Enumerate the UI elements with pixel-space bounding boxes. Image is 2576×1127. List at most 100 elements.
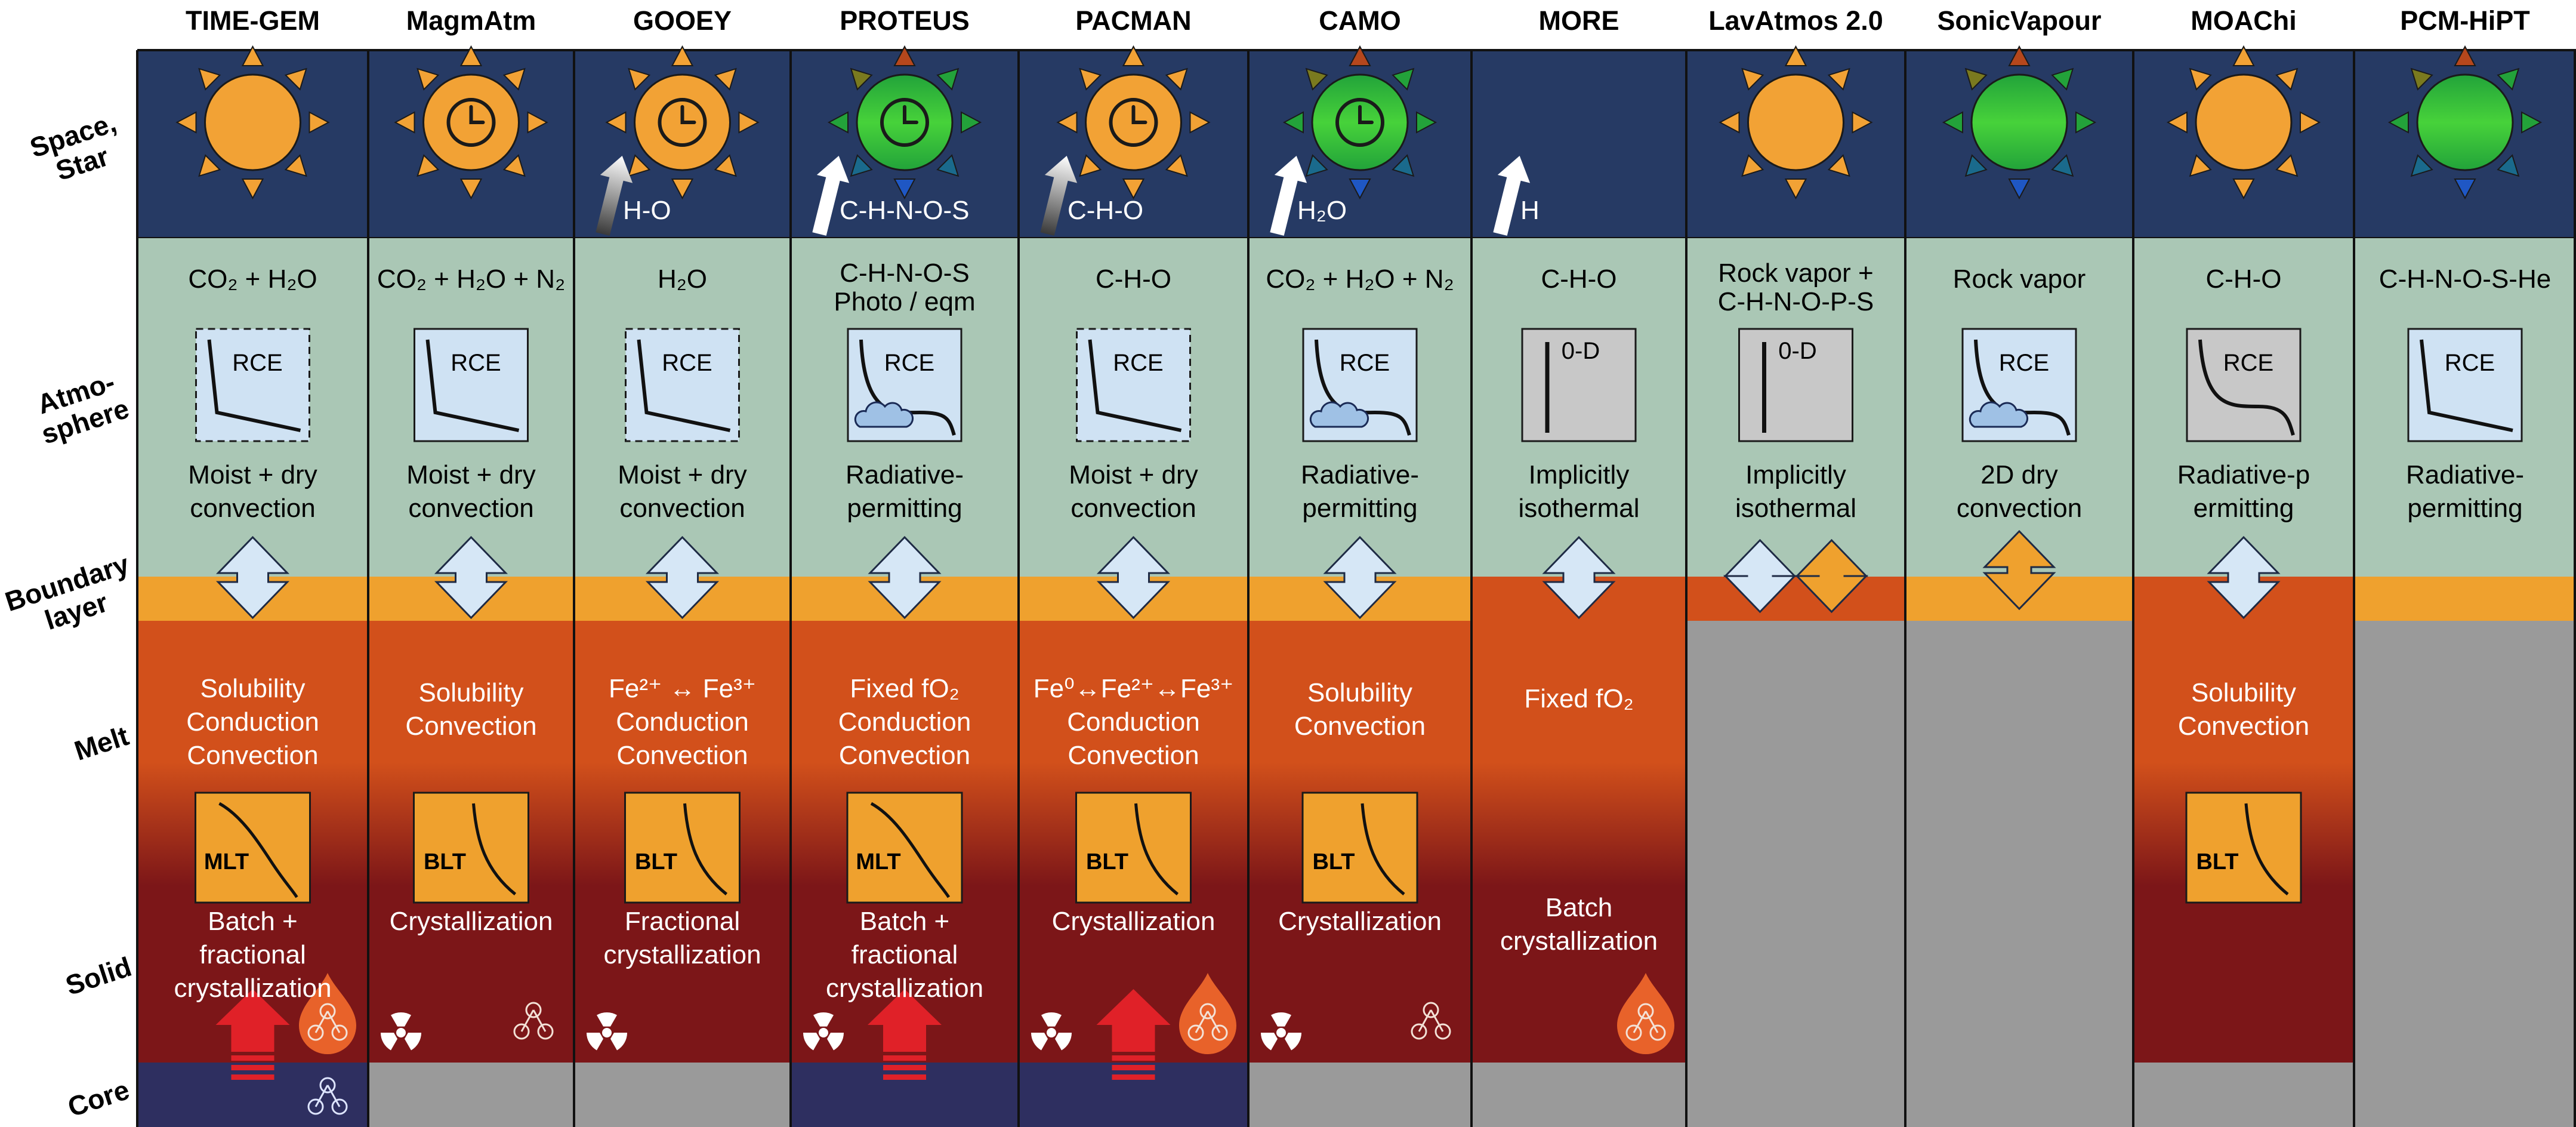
melt-process: Convection bbox=[1294, 712, 1426, 741]
core-band bbox=[2133, 1063, 2354, 1127]
radioactive-icon bbox=[1261, 1012, 1301, 1051]
convection-scheme: ermitting bbox=[2194, 494, 2294, 523]
star-ray bbox=[1189, 111, 1211, 134]
interior-unmodelled bbox=[1905, 621, 2133, 1127]
radioactive-blade bbox=[1271, 1012, 1291, 1027]
star-disc bbox=[2416, 73, 2514, 171]
boundary-band bbox=[2354, 577, 2576, 621]
heat-arrow-stripe bbox=[883, 1065, 926, 1070]
molecule-atom bbox=[1187, 1024, 1204, 1041]
star-ray bbox=[2454, 45, 2476, 66]
heat-arrow-stripe bbox=[1112, 1074, 1155, 1080]
core-band bbox=[137, 1063, 368, 1127]
phase-curve bbox=[1361, 803, 1405, 895]
model-name: MagmAtm bbox=[406, 5, 536, 36]
model-name: CAMO bbox=[1319, 5, 1400, 36]
star-ray bbox=[394, 111, 415, 134]
phase-label: BLT bbox=[1086, 849, 1128, 874]
heat-arrow-shape bbox=[868, 989, 942, 1052]
heat-arrow-shape bbox=[215, 989, 290, 1052]
star-icon bbox=[2166, 45, 2321, 200]
radioactive-blade bbox=[405, 1033, 421, 1051]
star-icon bbox=[1282, 45, 1437, 200]
star-ray bbox=[2275, 154, 2299, 177]
convection-scheme: convection bbox=[619, 494, 745, 523]
star-ray bbox=[2075, 111, 2097, 134]
star-ray bbox=[502, 67, 526, 91]
star-ray bbox=[1122, 45, 1145, 66]
phase-label: BLT bbox=[1312, 849, 1355, 874]
core-band bbox=[1019, 1063, 1248, 1127]
solid-process: Batch + bbox=[860, 907, 949, 936]
clock-hands bbox=[469, 105, 485, 124]
star-ray bbox=[1305, 154, 1328, 177]
melt-drop-icon bbox=[299, 973, 356, 1054]
interior-unmodelled bbox=[2354, 621, 2576, 1127]
escape-species: H-O bbox=[623, 196, 671, 225]
star-ray bbox=[1122, 178, 1145, 200]
molecule-atom bbox=[1625, 1024, 1642, 1041]
star-ray bbox=[1165, 67, 1188, 91]
radioactive-blade bbox=[597, 1012, 617, 1027]
clock-hands bbox=[1131, 105, 1147, 124]
escape-arrow-shape bbox=[1493, 156, 1531, 236]
molecule-atom bbox=[537, 1023, 554, 1040]
escape-species: H bbox=[1520, 196, 1540, 225]
heat-flux-arrow-icon bbox=[1096, 989, 1171, 1080]
liquidus-solidus-icon: BLT bbox=[413, 792, 529, 904]
star-ray bbox=[308, 111, 330, 134]
star-ray bbox=[284, 154, 307, 177]
phase-curve bbox=[472, 803, 517, 895]
escape-arrow-shape bbox=[1040, 156, 1078, 236]
solid-process: fractional bbox=[199, 940, 306, 969]
star-ray bbox=[198, 154, 221, 177]
convection-scheme: convection bbox=[1070, 494, 1196, 523]
star-ray bbox=[2300, 111, 2321, 134]
radioactive-blade bbox=[813, 1012, 834, 1027]
model-name: PCM-HiPT bbox=[2400, 5, 2530, 36]
core-band bbox=[574, 1063, 791, 1127]
clock-icon bbox=[446, 98, 496, 147]
radioactive-icon bbox=[1031, 1012, 1072, 1051]
star-ray bbox=[1165, 154, 1188, 177]
atmosphere-composition: CO₂ + H₂O + N₂ bbox=[377, 264, 565, 294]
melt-process: Convection bbox=[1068, 741, 1199, 770]
melt-process: Fe²⁺ ↔ Fe³⁺ bbox=[609, 674, 756, 703]
radioactive-center bbox=[819, 1028, 828, 1037]
radioactive-center bbox=[1047, 1028, 1056, 1037]
solid-process: crystallization bbox=[603, 940, 761, 969]
phase-label: MLT bbox=[856, 849, 900, 874]
star-disc bbox=[1970, 73, 2068, 171]
star-ray bbox=[936, 67, 960, 91]
rce-profile-icon: RCE bbox=[2407, 328, 2523, 442]
star-ray bbox=[1305, 67, 1328, 91]
drop-shape bbox=[299, 973, 356, 1054]
rce-label: RCE bbox=[1340, 350, 1390, 376]
star-icon bbox=[1056, 45, 1211, 200]
temperature-profile bbox=[1088, 339, 1182, 432]
radioactive-blade bbox=[1261, 1033, 1278, 1051]
molecule-atom bbox=[525, 1002, 542, 1018]
melt-process: Fixed fO₂ bbox=[850, 674, 959, 703]
star-ray bbox=[1392, 67, 1415, 91]
radioactive-blade bbox=[610, 1033, 627, 1051]
radioactive-center bbox=[602, 1028, 612, 1037]
profile-box bbox=[1738, 328, 1853, 442]
heat-arrow-stripe bbox=[231, 1074, 274, 1080]
convection-scheme: convection bbox=[1957, 494, 2082, 523]
melt-process: Solubility bbox=[418, 678, 523, 707]
star-ray bbox=[241, 178, 264, 200]
molecule-icon bbox=[307, 1077, 348, 1115]
star-ray bbox=[1079, 154, 1102, 177]
zero-d-profile-icon: 0-D bbox=[1521, 328, 1637, 442]
phase-box bbox=[2185, 792, 2302, 904]
star-ray bbox=[459, 178, 483, 200]
star-ray bbox=[2454, 178, 2476, 200]
star-ray bbox=[1784, 45, 1807, 66]
convection-scheme: 2D dry bbox=[1980, 460, 2058, 489]
melt-process: Solubility bbox=[1307, 678, 1412, 707]
star-ray bbox=[2275, 67, 2299, 91]
row-label-melt-line: Melt bbox=[70, 720, 132, 766]
star-ray bbox=[893, 45, 916, 66]
